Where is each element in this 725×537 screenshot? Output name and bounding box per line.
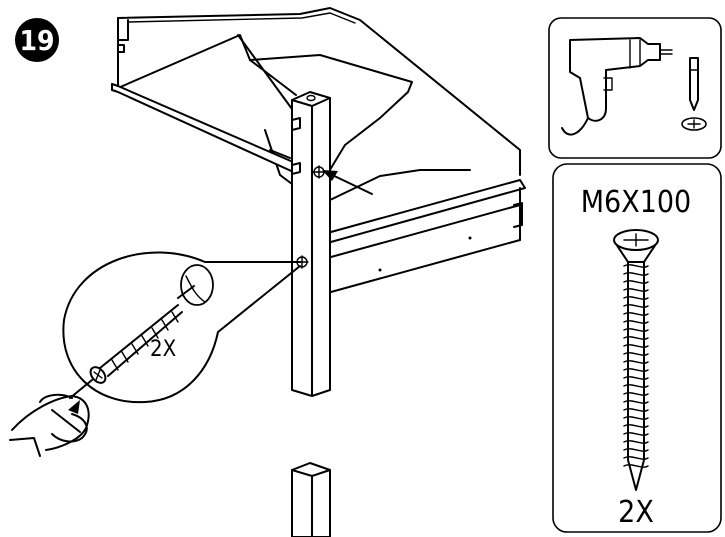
detail-screw-icon xyxy=(89,285,195,384)
vertical-post xyxy=(291,91,331,397)
tools-panel xyxy=(548,17,722,159)
hardware-panel: M6X100 2X xyxy=(552,163,722,533)
lower-post xyxy=(291,462,331,537)
detail-quantity: 2X xyxy=(150,337,176,362)
screw-size-label: M6X100 xyxy=(581,185,691,220)
hardware-quantity: 2X xyxy=(618,495,654,530)
phillips-head-icon xyxy=(681,117,707,131)
step-badge: 19 xyxy=(15,18,59,62)
insertion-arrow xyxy=(322,170,373,195)
pilot-hole xyxy=(180,264,214,306)
wood-screw-icon xyxy=(613,229,659,491)
power-drill-icon xyxy=(561,37,673,136)
detail-callout: 2X xyxy=(62,251,301,404)
phillips-bit-icon xyxy=(689,57,699,111)
step-number: 19 xyxy=(19,24,54,57)
screwdriver-hand-icon xyxy=(9,379,93,457)
